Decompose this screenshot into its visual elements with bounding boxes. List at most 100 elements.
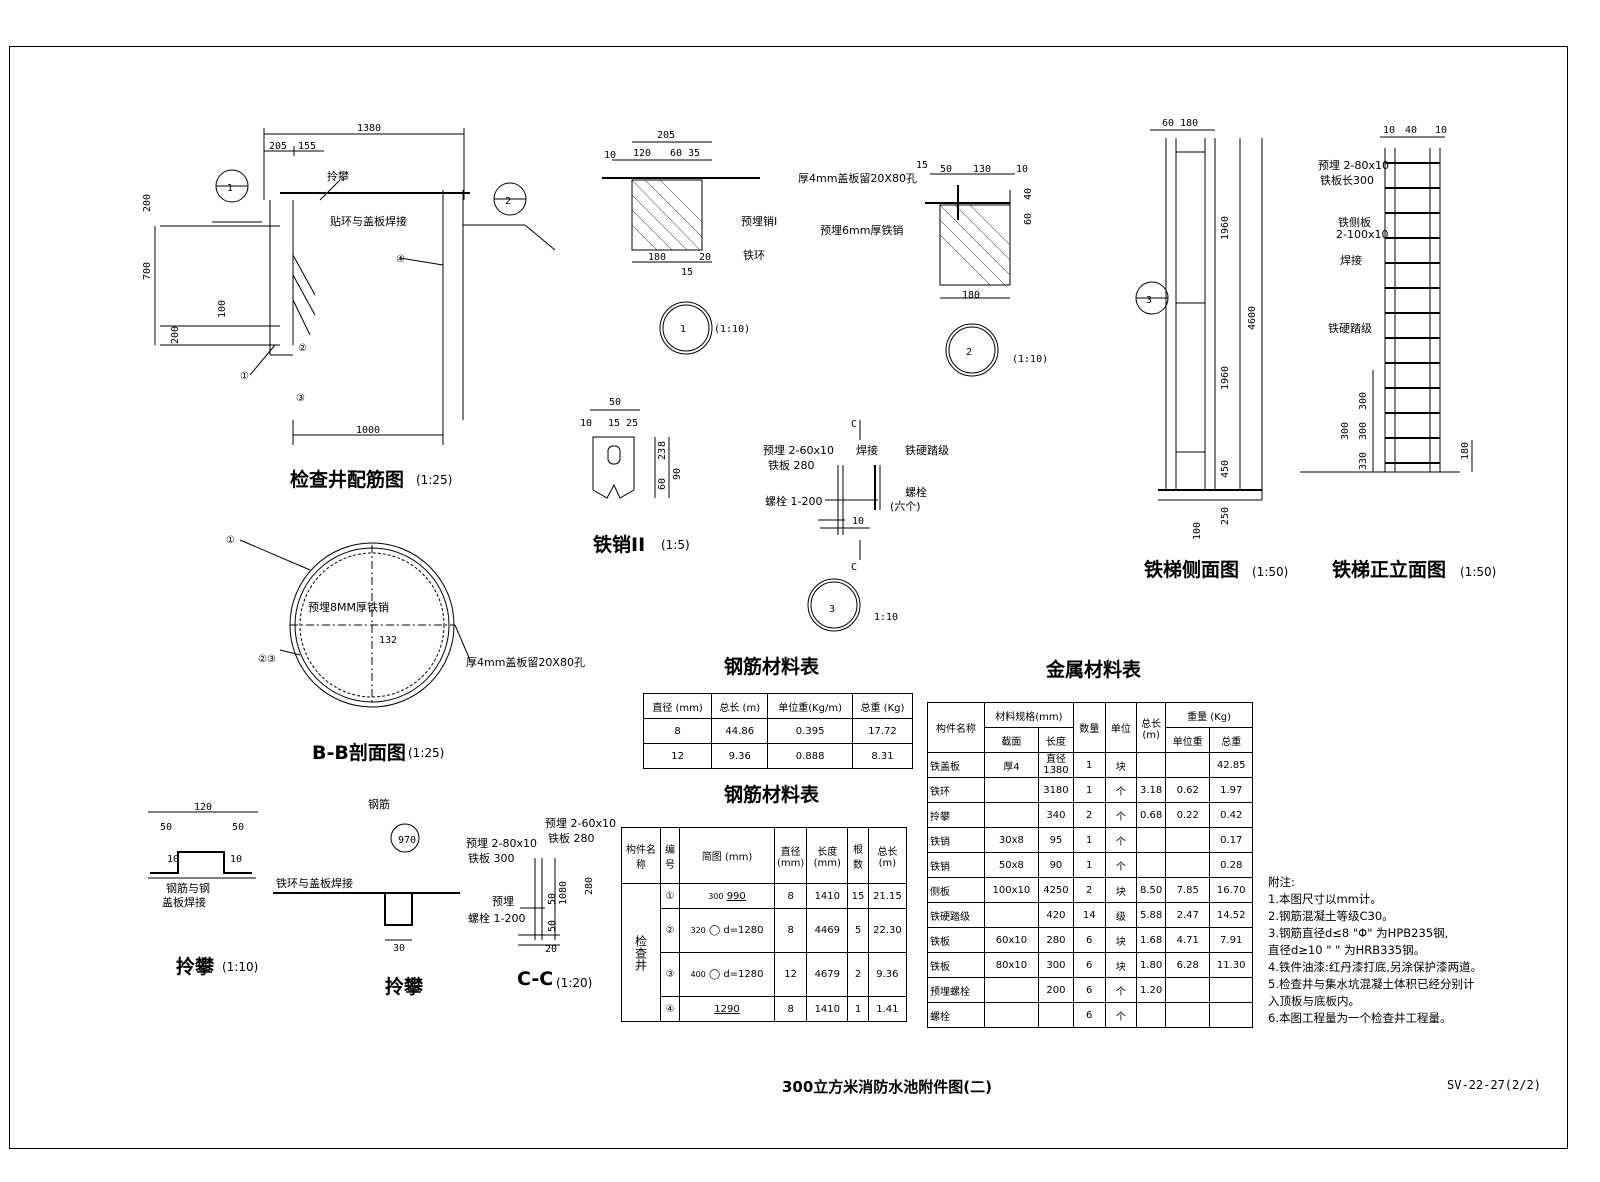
table-cell xyxy=(983,902,1039,928)
manhole-view-scale: (1:25) xyxy=(416,473,453,487)
table-cell: 侧板 xyxy=(927,877,985,903)
svg-text:(1:10): (1:10) xyxy=(1012,354,1048,365)
svg-text:10: 10 xyxy=(580,418,592,429)
note-item: 直径d≥10 " " 为HRB335钢。 xyxy=(1268,943,1426,957)
svg-text:3: 3 xyxy=(829,604,835,615)
svg-text:120: 120 xyxy=(194,802,212,813)
rebar-detail-header: 长度 (mm) xyxy=(806,827,849,884)
svg-text:35: 35 xyxy=(688,148,700,159)
svg-text:90: 90 xyxy=(672,468,683,480)
sketch-dim: d=1280 xyxy=(723,925,764,936)
drawing-number: SV-22-27(2/2) xyxy=(1447,1078,1541,1092)
embed-pin-label: 预埋6mm厚铁销 xyxy=(820,224,904,237)
table-cell: 个 xyxy=(1104,1002,1138,1028)
svg-text:700: 700 xyxy=(142,262,153,280)
notes-title: 附注: xyxy=(1268,875,1295,889)
svg-text:8: 8 xyxy=(657,441,668,447)
rebar-summary-header: 单位重(Kg/m) xyxy=(767,693,853,719)
svg-text:300: 300 xyxy=(1358,422,1369,440)
table-cell: 200 xyxy=(1037,977,1074,1003)
svg-text:300: 300 xyxy=(1340,422,1351,440)
bb-weld-label: 焊接 xyxy=(856,444,878,457)
svg-text:155: 155 xyxy=(298,141,316,152)
svg-text:1000: 1000 xyxy=(356,425,380,436)
svg-text:②: ② xyxy=(298,343,307,354)
table-cell: 1 xyxy=(1072,752,1106,778)
table-cell: 0.395 xyxy=(767,718,853,744)
svg-text:1: 1 xyxy=(680,324,686,335)
table-row: ② 320 ◯ d=1280 8 4469 5 22.30 xyxy=(622,908,908,953)
table-cell: 预埋螺栓 xyxy=(927,977,985,1003)
table-cell: 7.91 xyxy=(1209,927,1253,953)
svg-text:60: 60 xyxy=(670,148,682,159)
svg-text:970: 970 xyxy=(398,835,416,846)
table-row: 铁板 60x10 280 6 块 1.68 4.71 7.91 xyxy=(927,927,1253,953)
table-cell: 铁硬踏级 xyxy=(927,902,985,928)
table-row: 螺栓 6 个 xyxy=(927,1002,1253,1028)
table-cell: 0.28 xyxy=(1209,852,1253,878)
table-cell xyxy=(1136,1002,1167,1028)
note-item: 2.钢筋混凝土等级C30。 xyxy=(1268,909,1394,923)
table-cell: 340 xyxy=(1037,802,1074,828)
table-cell xyxy=(983,802,1039,828)
table-cell: 22.30 xyxy=(867,908,908,953)
svg-text:10: 10 xyxy=(1016,164,1028,175)
svg-text:30: 30 xyxy=(393,943,405,954)
table-row: 铁环 3180 1 个 3.18 0.62 1.97 xyxy=(927,777,1253,803)
table-cell: 1 xyxy=(1072,777,1106,803)
table-cell: 95 xyxy=(1037,827,1074,853)
svg-text:280: 280 xyxy=(584,877,595,895)
table-cell: 直径 1380 xyxy=(1037,752,1074,778)
table-cell: 0.68 xyxy=(1136,802,1167,828)
table-cell: 42.85 xyxy=(1209,752,1253,778)
table-cell: 铁销 xyxy=(927,827,985,853)
table-cell: 块 xyxy=(1104,927,1138,953)
svg-text:50: 50 xyxy=(547,920,558,932)
table-cell: 14 xyxy=(1072,902,1106,928)
table-cell: 44.86 xyxy=(711,718,769,744)
table-cell: 厚4 xyxy=(983,752,1039,778)
table-cell: 铁板 xyxy=(927,927,985,953)
drawing-frame xyxy=(9,46,1568,1149)
cc-plate-2-label: 铁板 280 xyxy=(548,832,595,845)
table-cell: 1 xyxy=(1072,852,1106,878)
sketch-cell: 320 ◯ d=1280 xyxy=(679,908,775,953)
table-cell xyxy=(1165,827,1211,853)
sketch-dim: d=1280 xyxy=(723,969,764,980)
table-cell: 8.50 xyxy=(1136,877,1167,903)
rebar-detail-header: 简图 (mm) xyxy=(679,827,775,884)
table-cell: 3180 xyxy=(1037,777,1074,803)
iron-ring-label: 铁环 xyxy=(743,249,765,262)
table-cell xyxy=(1165,752,1211,778)
table-cell: 6 xyxy=(1072,927,1106,953)
notes-block: 附注: 1.本图尺寸以mm计。 2.钢筋混凝土等级C30。 3.钢筋直径d≤8 … xyxy=(1268,874,1482,1027)
svg-text:50: 50 xyxy=(160,822,172,833)
cc-embed-2-label: 预埋 2-60x10 xyxy=(545,817,616,830)
svg-text:50: 50 xyxy=(232,822,244,833)
table-row: 拎攀 340 2 个 0.68 0.22 0.42 xyxy=(927,802,1253,828)
svg-text:1960: 1960 xyxy=(1220,216,1231,240)
rebar-detail-header: 构件名称 xyxy=(621,827,661,884)
table-cell: 6.28 xyxy=(1165,952,1211,978)
svg-text:120: 120 xyxy=(633,148,651,159)
svg-text:205: 205 xyxy=(657,130,675,141)
table-cell: 3.18 xyxy=(1136,777,1167,803)
svg-text:3: 3 xyxy=(1146,295,1152,306)
table-cell: 15 xyxy=(847,883,869,909)
table-cell: 4679 xyxy=(806,952,849,997)
table-cell xyxy=(1136,752,1167,778)
table-cell: 1 xyxy=(1072,827,1106,853)
cover-hole-b-label: 厚4mm盖板留20X80孔 xyxy=(466,656,585,669)
sketch-dim: 1290 xyxy=(714,1003,740,1015)
svg-text:10: 10 xyxy=(1383,125,1395,136)
svg-text:C: C xyxy=(851,419,857,430)
metal-header: 数量 xyxy=(1072,702,1106,753)
table-cell: 铁环 xyxy=(927,777,985,803)
rebar-weld-label: 钢筋与钢 xyxy=(166,882,210,895)
embed-pin-1-label: 预埋销I xyxy=(741,215,778,228)
table-cell: 块 xyxy=(1104,752,1138,778)
note-item: 5.检查井与集水坑混凝土体积已经分别计 xyxy=(1268,977,1475,991)
svg-text:C: C xyxy=(851,562,857,573)
table-cell: 1.20 xyxy=(1136,977,1167,1003)
